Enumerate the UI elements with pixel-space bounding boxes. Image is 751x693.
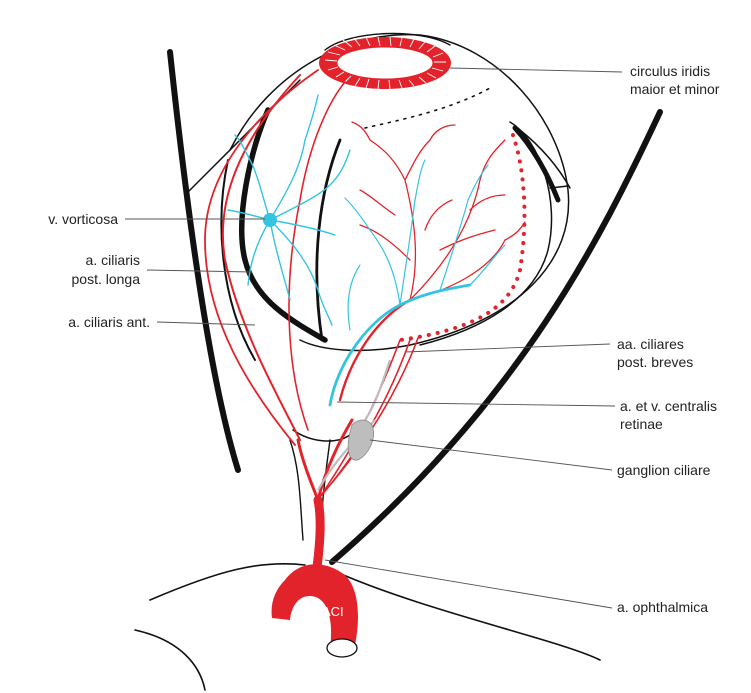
circulus-iridis [319,37,451,89]
ganglion-body [348,420,373,460]
label-ganglion: ganglion ciliare [617,462,711,478]
veins [228,95,505,405]
lateral-muscle-inner [221,160,255,360]
label-ciliaris-ant: a. ciliaris ant. [68,314,150,330]
lateral-orbital-wall [170,52,238,470]
leader-ciliares-breves [405,344,610,352]
ganglion-ciliare [318,360,390,490]
limbus-dotted [365,88,490,128]
aci-end [327,639,357,657]
lower-contour-curve [135,630,205,690]
labels: circulus iridis maior et minor v. vortic… [48,63,720,619]
ciliares-breves [318,338,418,500]
label-centralis-line1: a. et v. centralis [620,398,717,414]
inferior-muscle [515,128,558,200]
label-circulus-line1: circulus iridis [630,63,710,79]
label-ophthalmica: a. ophthalmica [617,599,708,615]
superior-muscle [242,110,325,340]
medial-orbital-wall [332,112,660,562]
vorticose-center [263,213,277,227]
label-centralis-line2: retinae [620,416,663,432]
ophthalmic-fork-2 [318,420,352,500]
leader-ganglion [370,440,612,470]
leader-circulus [450,68,622,72]
label-circulus-line2: maior et minor [630,81,720,97]
extraocular-muscles [221,110,558,360]
label-vorticosa: v. vorticosa [48,211,118,227]
label-ciliaris-post-longa-line1: a. ciliaris [86,252,140,268]
retinal-arterioles [352,122,525,300]
lateral-muscle-band [317,140,340,340]
choroid-dots [400,135,524,340]
choroid-line [420,122,552,345]
label-ciliaris-post-longa-line2: post. longa [72,271,141,287]
leader-ophthalmica [325,560,612,608]
ophthalmic-trunk [316,500,320,575]
iris-ring-inner [337,47,433,79]
retinal-venules [345,160,505,330]
label-aci: ACI [322,604,344,619]
label-ciliares-breves-line2: post. breves [617,354,693,370]
label-ciliares-breves-line1: aa. ciliares [617,336,684,352]
ophthalmic-fork-1 [298,440,318,500]
leader-centralis [337,402,615,406]
